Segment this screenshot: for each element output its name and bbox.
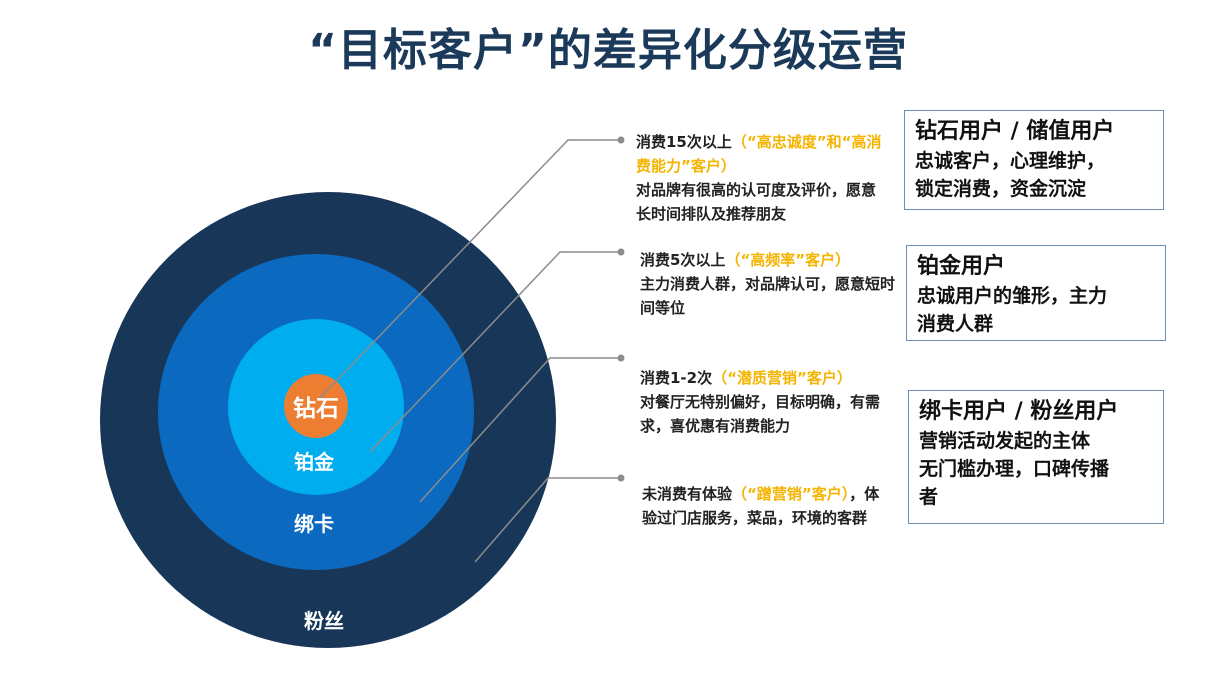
box-platinum-line-2: 消费人群	[917, 313, 994, 335]
ring-label-card: 绑卡	[294, 512, 334, 536]
description-fans-text: ，体验过门店服务，菜品，环境的客群	[642, 485, 880, 527]
ring-diamond	[284, 374, 348, 438]
connector-platinum	[369, 251, 618, 453]
connector-dot-platinum	[617, 248, 625, 256]
ring-label-fans: 粉丝	[304, 609, 344, 633]
description-diamond: 消费15次以上（“高忠诚度”和“高消费能力”客户） 对品牌有很高的认可度及评价，…	[636, 130, 886, 226]
connector-dot-card	[617, 354, 625, 362]
connector-dot-fans	[617, 474, 625, 482]
box-diamond: 钻石用户 / 储值用户 忠诚客户，心理维护， 锁定消费，资金沉淀	[904, 110, 1164, 210]
description-card-count: 消费1-2次	[640, 369, 713, 387]
connector-fans	[474, 477, 618, 563]
description-platinum: 消费5次以上（“高频率”客户） 主力消费人群，对品牌认可，愿意短时间等位	[640, 248, 898, 320]
description-diamond-highlight: （“高忠诚度”和“高消费能力”客户）	[636, 133, 882, 175]
connector-diamond	[317, 139, 618, 401]
box-card-line-1: 营销活动发起的主体	[919, 430, 1091, 452]
box-platinum-line-1: 忠诚用户的雏形，主力	[917, 285, 1108, 307]
description-platinum-text: 主力消费人群，对品牌认可，愿意短时间等位	[640, 275, 896, 317]
box-diamond-title: 钻石用户 / 储值用户	[915, 119, 1115, 144]
box-diamond-line-1: 忠诚客户，心理维护，	[915, 150, 1106, 172]
connector-card	[419, 357, 618, 503]
ring-label-platinum: 铂金	[294, 450, 335, 474]
description-platinum-highlight: （“高频率”客户）	[725, 251, 851, 269]
description-card: 消费1-2次（“潜质营销”客户） 对餐厅无特别偏好，目标明确，有需求，喜优惠有消…	[640, 366, 900, 438]
box-card-title: 绑卡用户 / 粉丝用户	[919, 399, 1119, 424]
box-card-line-3: 者	[919, 486, 939, 508]
description-platinum-count: 消费5次以上	[640, 251, 726, 269]
box-platinum-title: 铂金用户	[917, 254, 1006, 279]
description-diamond-text: 对品牌有很高的认可度及评价，愿意长时间排队及推荐朋友	[636, 181, 877, 223]
box-card-line-2: 无门槛办理，口碑传播	[919, 458, 1110, 480]
description-diamond-count: 消费15次以上	[636, 133, 732, 151]
description-card-text: 对餐厅无特别偏好，目标明确，有需求，喜优惠有消费能力	[640, 393, 881, 435]
box-card: 绑卡用户 / 粉丝用户 营销活动发起的主体 无门槛办理，口碑传播 者	[908, 390, 1164, 524]
box-platinum: 铂金用户 忠诚用户的雏形，主力 消费人群	[906, 245, 1166, 341]
page-title: “目标客户”的差异化分级运营	[308, 25, 908, 76]
connector-dot-diamond	[617, 136, 625, 144]
description-fans-count: 未消费有体验	[642, 485, 733, 503]
description-fans-highlight: （“蹭营销”客户）	[732, 485, 850, 503]
description-fans: 未消费有体验（“蹭营销”客户），体验过门店服务，菜品，环境的客群	[642, 482, 892, 530]
description-card-highlight: （“潜质营销”客户）	[712, 369, 852, 387]
ring-label-diamond: 钻石	[293, 396, 339, 422]
box-diamond-line-2: 锁定消费，资金沉淀	[915, 178, 1087, 200]
